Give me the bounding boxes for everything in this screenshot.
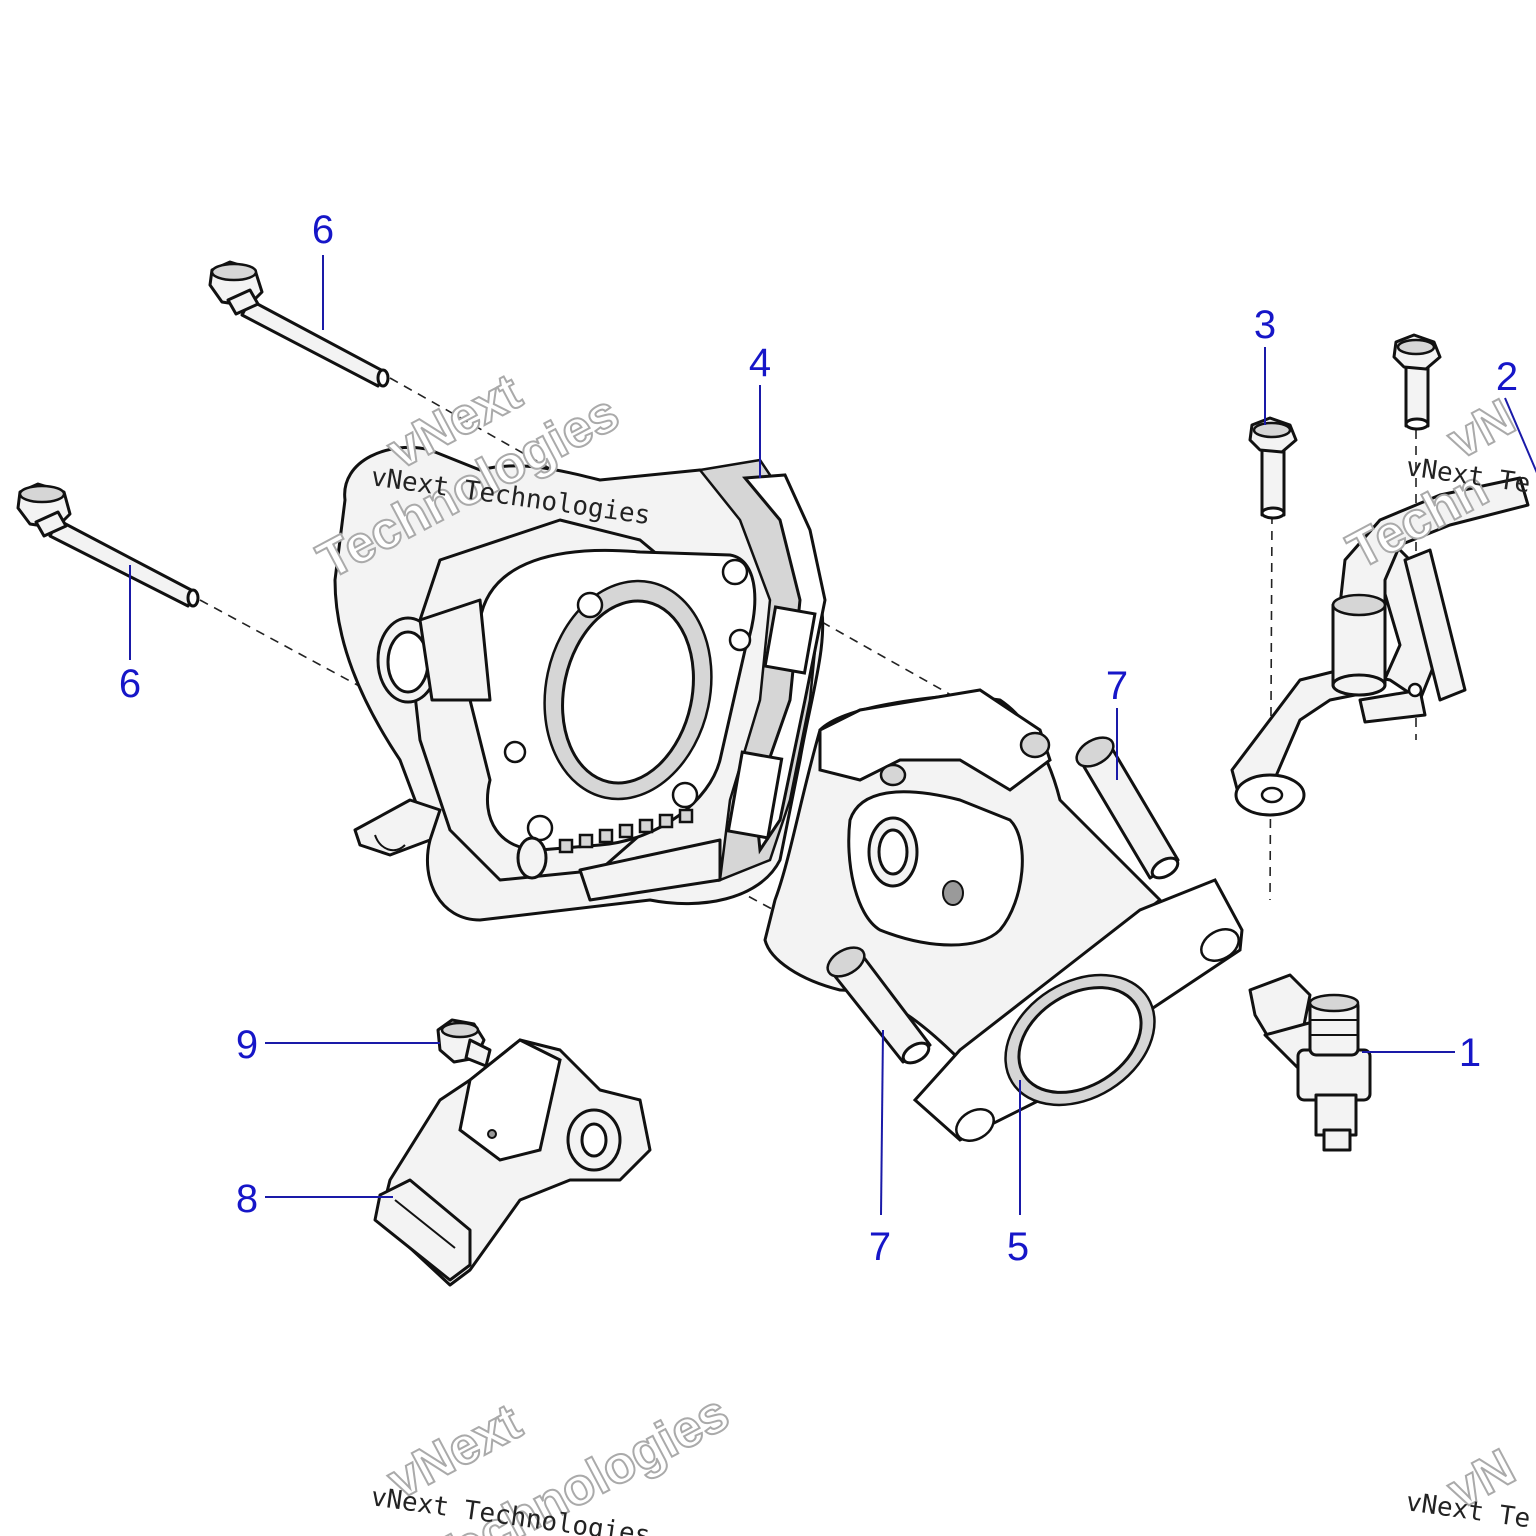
callout-4: 4 <box>749 341 771 385</box>
long-bolt-lower <box>16 482 200 608</box>
throttle-body <box>333 445 827 922</box>
intake-adapter <box>763 688 1244 1142</box>
callout-7-lower: 7 <box>869 1225 891 1269</box>
callout-9: 9 <box>236 1023 258 1067</box>
callouts: 6 6 4 3 2 7 7 5 1 9 8 <box>119 208 1518 1269</box>
leader-lines <box>129 255 1536 1216</box>
stud-lower <box>826 946 932 1065</box>
bracket-bolt-second <box>1392 333 1442 431</box>
callout-1: 1 <box>1459 1031 1481 1075</box>
callout-5: 5 <box>1007 1225 1029 1269</box>
fuel-rail-bracket <box>1230 476 1530 817</box>
callout-6-lower: 6 <box>119 662 141 706</box>
callout-2: 2 <box>1496 355 1518 399</box>
callout-3: 3 <box>1254 303 1276 347</box>
throttle-grille <box>558 808 694 854</box>
bracket-bolt <box>1248 416 1298 520</box>
sensor-bolt <box>436 1018 492 1068</box>
callout-6-upper: 6 <box>312 208 334 252</box>
fuel-injector <box>1248 973 1372 1152</box>
map-sensor <box>373 1038 652 1287</box>
callout-7-upper: 7 <box>1106 664 1128 708</box>
long-bolt-upper <box>208 260 390 388</box>
callout-8: 8 <box>236 1177 258 1221</box>
stud-upper <box>1075 736 1180 880</box>
